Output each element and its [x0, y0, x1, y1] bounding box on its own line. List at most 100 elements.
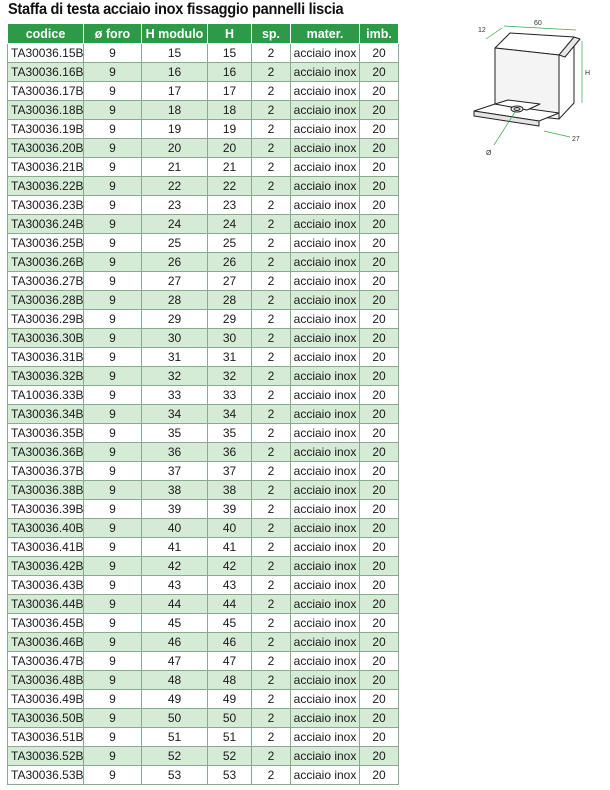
cell-imb: 20 — [359, 328, 399, 348]
cell-codice: TA30036.35B — [7, 423, 84, 443]
cell-h-modulo: 20 — [141, 138, 208, 158]
cell-imb: 20 — [359, 765, 399, 785]
cell-mater: acciaio inox — [290, 366, 360, 386]
cell-sp: 2 — [251, 442, 291, 462]
cell-h-modulo: 29 — [141, 309, 208, 329]
cell-mater: acciaio inox — [290, 613, 360, 633]
cell-h: 33 — [207, 385, 252, 405]
cell-h-modulo: 40 — [141, 518, 208, 538]
cell-foro: 9 — [83, 214, 142, 234]
cell-h-modulo: 35 — [141, 423, 208, 443]
dimension-lines — [485, 25, 583, 146]
cell-imb: 20 — [359, 423, 399, 443]
cell-sp: 2 — [251, 252, 291, 272]
cell-foro: 9 — [83, 632, 142, 652]
dimension-60: 60 — [534, 20, 542, 27]
cell-h-modulo: 36 — [141, 442, 208, 462]
cell-mater: acciaio inox — [290, 176, 360, 196]
cell-h-modulo: 23 — [141, 195, 208, 215]
cell-sp: 2 — [251, 271, 291, 291]
cell-sp: 2 — [251, 366, 291, 386]
cell-sp: 2 — [251, 651, 291, 671]
cell-codice: TA30036.26B — [7, 252, 84, 272]
cell-h-modulo: 21 — [141, 157, 208, 177]
cell-codice: TA30036.37B — [7, 461, 84, 481]
cell-imb: 20 — [359, 385, 399, 405]
cell-imb: 20 — [359, 727, 399, 747]
cell-sp: 2 — [251, 594, 291, 614]
cell-codice: TA30036.44B — [7, 594, 84, 614]
cell-codice: TA30036.52B — [7, 746, 84, 766]
cell-sp: 2 — [251, 765, 291, 785]
header-h: H — [207, 23, 252, 44]
cell-h: 31 — [207, 347, 252, 367]
cell-imb: 20 — [359, 214, 399, 234]
cell-mater: acciaio inox — [290, 385, 360, 405]
cell-h: 40 — [207, 518, 252, 538]
cell-codice: TA30036.24B — [7, 214, 84, 234]
cell-sp: 2 — [251, 670, 291, 690]
cell-foro: 9 — [83, 613, 142, 633]
cell-foro: 9 — [83, 746, 142, 766]
cell-sp: 2 — [251, 100, 291, 120]
cell-imb: 20 — [359, 499, 399, 519]
cell-mater: acciaio inox — [290, 43, 360, 63]
cell-mater: acciaio inox — [290, 119, 360, 139]
bracket-shape — [473, 32, 581, 127]
cell-imb: 20 — [359, 708, 399, 728]
cell-codice: TA30036.39B — [7, 499, 84, 519]
cell-foro: 9 — [83, 119, 142, 139]
cell-h: 32 — [207, 366, 252, 386]
cell-foro: 9 — [83, 271, 142, 291]
cell-foro: 9 — [83, 385, 142, 405]
cell-h: 34 — [207, 404, 252, 424]
dimension-12: 12 — [478, 27, 486, 34]
cell-h-modulo: 41 — [141, 537, 208, 557]
cell-codice: TA30036.23B — [7, 195, 84, 215]
cell-codice: TA30036.41B — [7, 537, 84, 557]
cell-imb: 20 — [359, 518, 399, 538]
cell-h: 42 — [207, 556, 252, 576]
cell-h: 15 — [207, 43, 252, 63]
cell-mater: acciaio inox — [290, 575, 360, 595]
cell-h-modulo: 43 — [141, 575, 208, 595]
cell-imb: 20 — [359, 689, 399, 709]
header-h-modulo: H modulo — [141, 23, 208, 44]
cell-sp: 2 — [251, 138, 291, 158]
dimension-hole-diameter: Ø — [486, 150, 492, 157]
cell-sp: 2 — [251, 746, 291, 766]
cell-sp: 2 — [251, 404, 291, 424]
cell-foro: 9 — [83, 100, 142, 120]
cell-h: 48 — [207, 670, 252, 690]
dimension-h: H — [585, 70, 590, 77]
cell-imb: 20 — [359, 537, 399, 557]
cell-codice: TA30036.31B — [7, 347, 84, 367]
table-header-row: codice ø foro H modulo H sp. mater. imb. — [7, 23, 399, 44]
cell-foro: 9 — [83, 195, 142, 215]
cell-h: 28 — [207, 290, 252, 310]
cell-sp: 2 — [251, 176, 291, 196]
cell-mater: acciaio inox — [290, 708, 360, 728]
cell-codice: TA30036.30B — [7, 328, 84, 348]
cell-foro: 9 — [83, 594, 142, 614]
cell-h: 21 — [207, 157, 252, 177]
header-codice: codice — [7, 23, 84, 44]
cell-mater: acciaio inox — [290, 271, 360, 291]
cell-h-modulo: 33 — [141, 385, 208, 405]
cell-imb: 20 — [359, 43, 399, 63]
